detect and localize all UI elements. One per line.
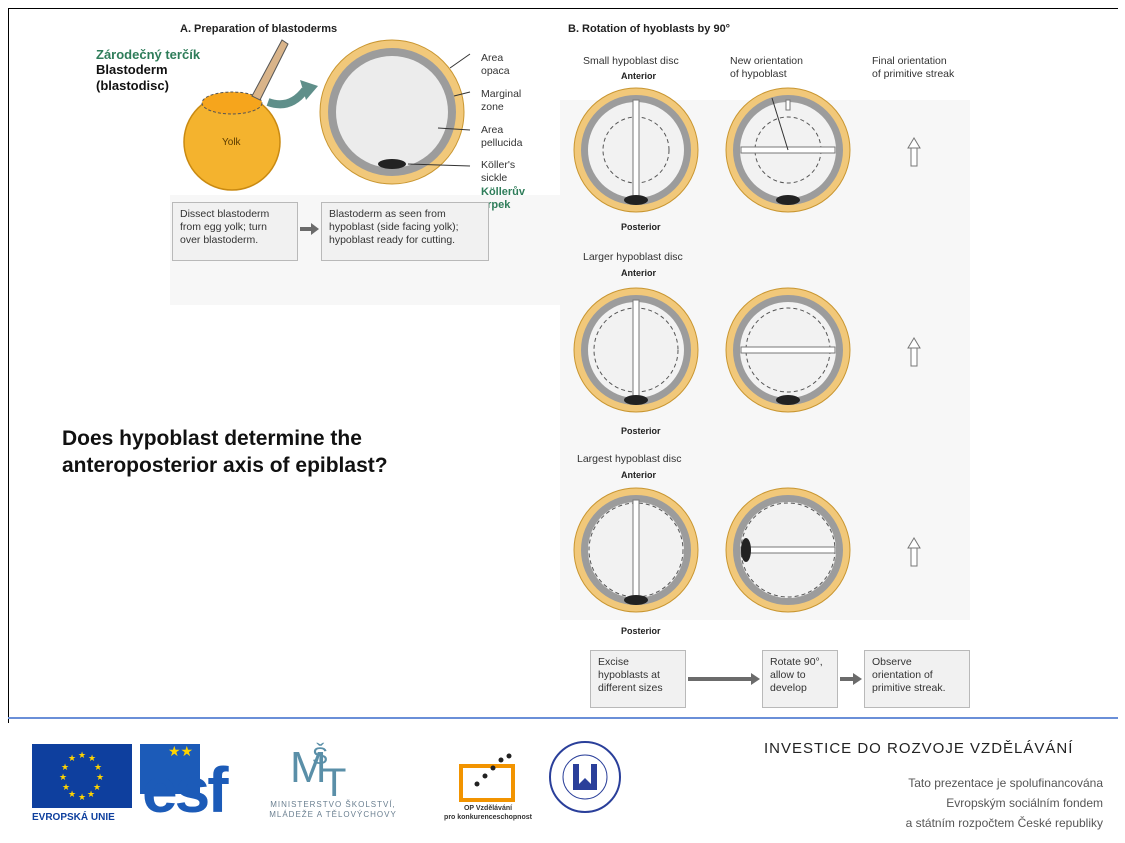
- area-pellucida-disc: [336, 56, 448, 168]
- area-pellucida-label: Area pellucida: [481, 124, 523, 149]
- eu-label: EVROPSKÁ UNIE: [32, 812, 115, 823]
- streak-arrow-row1: [907, 137, 921, 167]
- largest-hypoblast-label: Largest hypoblast disc: [577, 453, 682, 465]
- disc-row2-rotated: [725, 287, 851, 413]
- svg-text:★: ★: [93, 783, 101, 793]
- panel-b-title: B. Rotation of hyoblasts by 90°: [568, 23, 731, 35]
- op-vzdelavani-label: OP Vzdělávání pro konkurenceschopnost: [444, 805, 532, 821]
- panel-b-step1-box: Excise hypoblasts at different sizes: [590, 650, 686, 708]
- investice-heading: INVESTICE DO ROZVOJE VZDĚLÁVÁNÍ: [764, 740, 1074, 757]
- svg-text:Š: Š: [312, 742, 328, 770]
- hypoblast-rotation-diagram: [573, 87, 921, 613]
- disc-row2-original: [573, 287, 699, 413]
- blastoderm-preparation-diagram: [183, 39, 471, 191]
- panel-a-title: A. Preparation of blastoderms: [180, 23, 338, 35]
- msmt-label: MINISTERSTVO ŠKOLSTVÍ, MLÁDEŽE A TĚLOVÝC…: [269, 800, 397, 819]
- svg-text:★: ★: [61, 763, 69, 773]
- slide-left-border: [8, 8, 9, 723]
- slide-question: Does hypoblast determine the anteroposte…: [62, 427, 388, 477]
- larger-hypoblast-label: Larger hypoblast disc: [583, 251, 683, 263]
- panel-b-step-arrow-2: [840, 673, 862, 685]
- svg-text:★: ★: [68, 790, 76, 800]
- svg-text:★: ★: [78, 793, 86, 803]
- footer-divider: [8, 717, 1118, 719]
- cofinancing-text: Tato prezentace je spolufinancována Evro…: [905, 776, 1103, 830]
- panel-a-step-arrow: [300, 223, 319, 235]
- streak-arrow-row2: [907, 337, 921, 367]
- eu-stars-icon: ★★★ ★★★ ★★★ ★★★: [59, 751, 104, 803]
- panel-b-step-arrow-1: [688, 673, 760, 685]
- area-opaca-label: Area opaca: [481, 52, 510, 77]
- slide-top-border: [8, 8, 1118, 9]
- col-final-orientation-label: Final orientation of primitive streak: [872, 55, 955, 80]
- posterior-label-row2: Posterior: [621, 426, 661, 436]
- disc-row-1: [573, 87, 921, 213]
- esf-logo-text: esf: [142, 754, 228, 826]
- svg-text:★: ★: [68, 754, 76, 764]
- blastodisc-region: [201, 91, 263, 115]
- svg-text:★: ★: [88, 754, 96, 764]
- disc-row1-rotated: [725, 87, 851, 213]
- svg-text:★: ★: [59, 773, 67, 783]
- disc-row-2: [573, 287, 921, 413]
- panel-a-step1-box: Dissect blastoderm from egg yolk; turn o…: [172, 202, 298, 261]
- marginal-zone-label: Marginal zone: [481, 88, 522, 113]
- posterior-label-row3: Posterior: [621, 626, 661, 636]
- esf-logo: esf ★★: [140, 744, 240, 830]
- esf-logo-square: [140, 744, 200, 794]
- col-new-orientation-label: New orientation of hypoblast: [730, 55, 803, 80]
- panel-b-step2-box: Rotate 90°, allow to develop: [762, 650, 838, 708]
- disc-row1-original: [573, 87, 699, 213]
- panel-a-step2-box: Blastoderm as seen from hypoblast (side …: [321, 202, 489, 261]
- svg-text:★: ★: [94, 763, 102, 773]
- eu-flag-logo: ★★★ ★★★ ★★★ ★★★: [32, 744, 132, 808]
- svg-text:★: ★: [96, 773, 104, 783]
- msmt-logo: M T Š: [290, 742, 346, 798]
- svg-text:M: M: [290, 743, 327, 792]
- flip-arrow: [266, 87, 309, 109]
- scalpel: [251, 39, 289, 101]
- muni-seal-logo: [549, 741, 621, 813]
- disc-row3-rotated: [725, 487, 851, 613]
- svg-text:T: T: [322, 761, 346, 798]
- kollers-sickle: [378, 159, 406, 169]
- kollers-sickle-label: Köller's sickle: [481, 159, 516, 184]
- flip-arrow-head: [300, 80, 318, 100]
- disc-row-3: [573, 487, 921, 613]
- panel-b-step3-box: Observe orientation of primitive streak.: [864, 650, 970, 708]
- svg-text:★: ★: [62, 783, 70, 793]
- svg-text:★: ★: [78, 751, 86, 761]
- anterior-label-row2: Anterior: [621, 268, 657, 278]
- col-small-hypoblast-label: Small hypoblast disc: [583, 55, 679, 67]
- yolk-label: Yolk: [222, 137, 241, 148]
- op-vzdelavani-logo: [459, 753, 515, 802]
- posterior-label-row1: Posterior: [621, 222, 661, 232]
- anterior-label-row3: Anterior: [621, 470, 657, 480]
- disc-row3-original: [573, 487, 699, 613]
- anterior-label-row1: Anterior: [621, 71, 657, 81]
- czech-blastoderm-label: Zárodečný terčík: [96, 47, 201, 62]
- esf-stars-icon: ★★: [168, 743, 194, 759]
- blastoderm-label: Blastoderm (blastodisc): [96, 62, 169, 93]
- svg-text:★: ★: [87, 790, 95, 800]
- streak-arrow-row3: [907, 537, 921, 567]
